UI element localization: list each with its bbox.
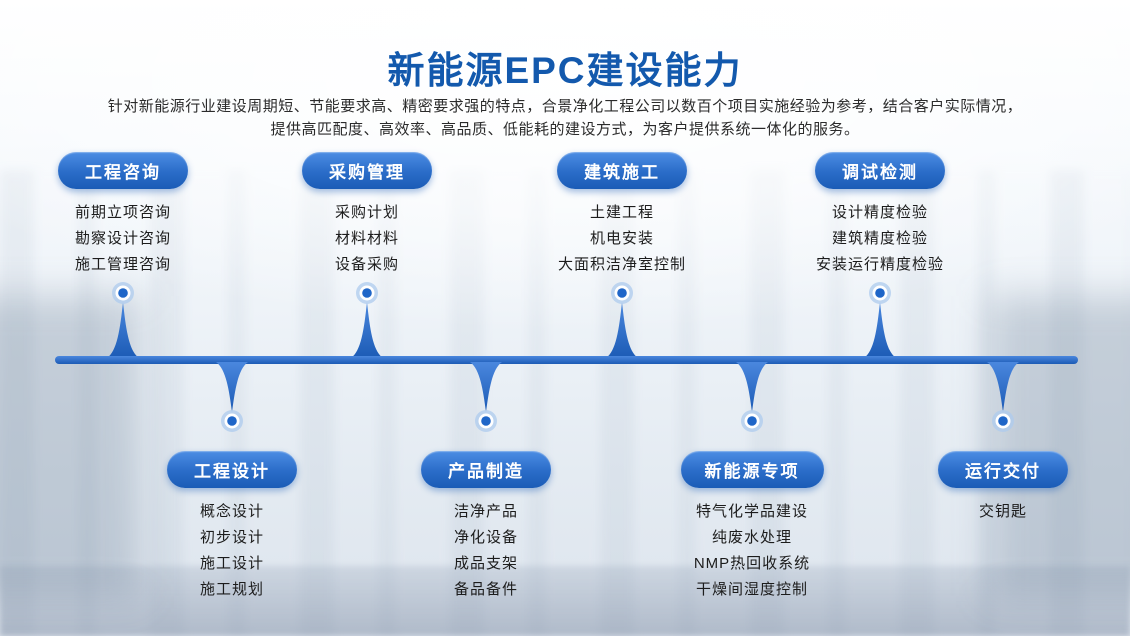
stage-items: 洁净产品 净化设备 成品支架 备品备件 bbox=[356, 499, 616, 603]
list-item: 建筑精度检验 bbox=[831, 230, 928, 247]
pill-label: 调试检测 bbox=[842, 163, 918, 182]
page-title: 新能源EPC建设能力 bbox=[387, 50, 743, 91]
list-item: 设计精度检验 bbox=[831, 204, 928, 221]
list-item: 采购计划 bbox=[334, 204, 399, 221]
timeline-connectors-bottom bbox=[216, 362, 1019, 412]
list-item: 设备采购 bbox=[334, 256, 399, 273]
timeline-dot bbox=[112, 282, 134, 304]
pill-label: 采购管理 bbox=[329, 163, 405, 182]
list-item: 施工设计 bbox=[199, 555, 264, 572]
timeline-dot bbox=[869, 282, 891, 304]
stage-items: 交钥匙 bbox=[873, 499, 1130, 525]
timeline-dot bbox=[741, 410, 763, 432]
timeline-dots-bottom bbox=[221, 410, 1014, 432]
stage-items: 采购计划 材料材料 设备采购 bbox=[237, 200, 497, 278]
stage-items: 概念设计 初步设计 施工设计 施工规划 bbox=[102, 499, 362, 603]
list-item: 材料材料 bbox=[334, 230, 399, 247]
stage-project-consulting: 工程咨询 前期立项咨询 勘察设计咨询 施工管理咨询 bbox=[0, 152, 253, 278]
list-item: NMP热回收系统 bbox=[693, 555, 811, 572]
stage-items: 设计精度检验 建筑精度检验 安装运行精度检验 bbox=[750, 200, 1010, 278]
stage-product-manufacturing: 产品制造 洁净产品 净化设备 成品支架 备品备件 bbox=[356, 451, 616, 603]
pill-procurement-management: 采购管理 bbox=[302, 152, 432, 189]
pill-engineering-design: 工程设计 bbox=[167, 451, 297, 488]
pill-new-energy-special: 新能源专项 bbox=[680, 451, 824, 488]
timeline-connectors-top bbox=[107, 302, 896, 358]
pill-product-manufacturing: 产品制造 bbox=[421, 451, 551, 488]
timeline-dots-top bbox=[112, 282, 891, 304]
timeline-dot bbox=[356, 282, 378, 304]
stage-operation-delivery: 运行交付 交钥匙 bbox=[873, 451, 1130, 525]
stage-building-construction: 建筑施工 土建工程 机电安装 大面积洁净室控制 bbox=[492, 152, 752, 278]
list-item: 勘察设计咨询 bbox=[74, 230, 171, 247]
timeline-dot bbox=[611, 282, 633, 304]
timeline-dot bbox=[992, 410, 1014, 432]
stage-engineering-design: 工程设计 概念设计 初步设计 施工设计 施工规划 bbox=[102, 451, 362, 603]
list-item: 施工规划 bbox=[199, 581, 264, 598]
list-item: 机电安装 bbox=[589, 230, 654, 247]
list-item: 土建工程 bbox=[589, 204, 654, 221]
timeline-dot bbox=[475, 410, 497, 432]
timeline-dot bbox=[221, 410, 243, 432]
pill-label: 工程设计 bbox=[194, 462, 270, 481]
list-item: 概念设计 bbox=[199, 503, 264, 520]
pill-label: 建筑施工 bbox=[584, 163, 660, 182]
pill-building-construction: 建筑施工 bbox=[557, 152, 687, 189]
pill-commissioning-testing: 调试检测 bbox=[815, 152, 945, 189]
subtitle: 针对新能源行业建设周期短、节能要求高、精密要求强的特点，合景净化工程公司以数百个… bbox=[65, 95, 1065, 141]
pill-label: 新能源专项 bbox=[704, 462, 800, 481]
list-item: 交钥匙 bbox=[978, 503, 1027, 520]
stage-items: 土建工程 机电安装 大面积洁净室控制 bbox=[492, 200, 752, 278]
list-item: 洁净产品 bbox=[453, 503, 518, 520]
stage-new-energy-special: 新能源专项 特气化学品建设 纯废水处理 NMP热回收系统 干燥间湿度控制 bbox=[622, 451, 882, 603]
list-item: 成品支架 bbox=[453, 555, 518, 572]
list-item: 备品备件 bbox=[453, 581, 518, 598]
list-item: 干燥间湿度控制 bbox=[695, 581, 808, 598]
timeline-line bbox=[55, 356, 1078, 364]
stage-commissioning-testing: 调试检测 设计精度检验 建筑精度检验 安装运行精度检验 bbox=[750, 152, 1010, 278]
pill-project-consulting: 工程咨询 bbox=[58, 152, 188, 189]
list-item: 纯废水处理 bbox=[711, 529, 792, 546]
list-item: 大面积洁净室控制 bbox=[557, 256, 686, 273]
subtitle-line-2: 提供高匹配度、高效率、高品质、低能耗的建设方式，为客户提供系统一体化的服务。 bbox=[270, 121, 860, 138]
pill-label: 产品制造 bbox=[448, 462, 524, 481]
list-item: 初步设计 bbox=[199, 529, 264, 546]
list-item: 前期立项咨询 bbox=[74, 204, 171, 221]
stage-items: 特气化学品建设 纯废水处理 NMP热回收系统 干燥间湿度控制 bbox=[622, 499, 882, 603]
list-item: 施工管理咨询 bbox=[74, 256, 171, 273]
stage-procurement-management: 采购管理 采购计划 材料材料 设备采购 bbox=[237, 152, 497, 278]
pill-operation-delivery: 运行交付 bbox=[938, 451, 1068, 488]
subtitle-line-1: 针对新能源行业建设周期短、节能要求高、精密要求强的特点，合景净化工程公司以数百个… bbox=[107, 98, 1023, 115]
list-item: 净化设备 bbox=[453, 529, 518, 546]
list-item: 安装运行精度检验 bbox=[815, 256, 944, 273]
stage-items: 前期立项咨询 勘察设计咨询 施工管理咨询 bbox=[0, 200, 253, 278]
pill-label: 工程咨询 bbox=[85, 163, 161, 182]
background-machinery-right bbox=[990, 296, 1130, 596]
list-item: 特气化学品建设 bbox=[695, 503, 808, 520]
pill-label: 运行交付 bbox=[965, 462, 1041, 481]
